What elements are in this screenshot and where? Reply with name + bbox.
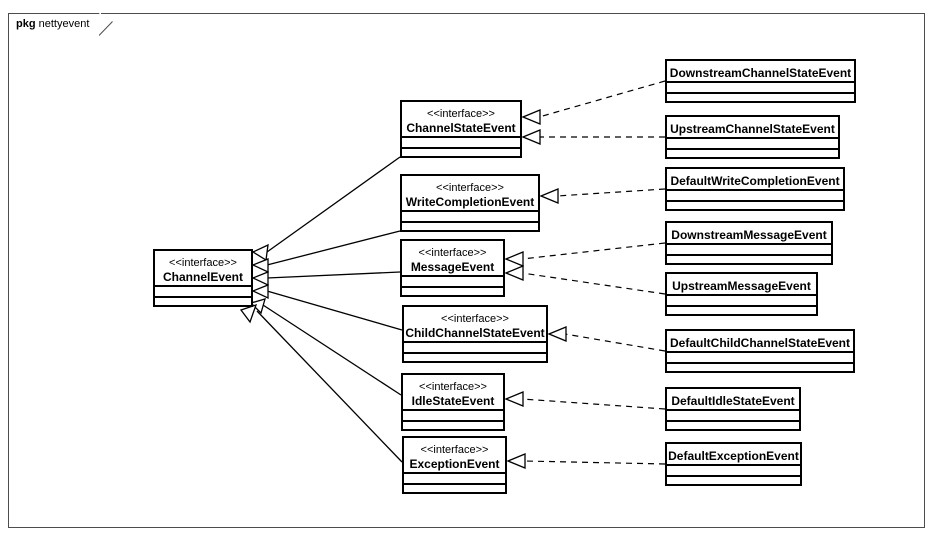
package-tab-mask bbox=[9, 10, 101, 15]
interface-message-event-title: MessageEvent bbox=[410, 260, 495, 274]
interface-channel-event-stereotype: <<interface>> bbox=[169, 257, 237, 269]
interface-message-event-attributes-compartment bbox=[402, 277, 503, 288]
interface-child-channel-state-event-title: ChildChannelStateEvent bbox=[405, 326, 545, 340]
class-default-exception-event[interactable]: DefaultExceptionEvent bbox=[665, 442, 802, 486]
class-default-exception-event-operations-compartment bbox=[667, 477, 800, 488]
class-downstream-channel-state-event-attributes-compartment bbox=[667, 83, 854, 94]
class-default-write-completion-event-title: DefaultWriteCompletionEvent bbox=[670, 174, 840, 188]
interface-child-channel-state-event-name-compartment: <<interface>> ChildChannelStateEvent bbox=[404, 307, 546, 343]
interface-write-completion-event-operations-compartment bbox=[402, 223, 538, 234]
class-default-child-channel-state-event-attributes-compartment bbox=[667, 353, 853, 364]
interface-idle-state-event-attributes-compartment bbox=[403, 411, 503, 422]
interface-message-event-operations-compartment bbox=[402, 288, 503, 299]
interface-channel-state-event-operations-compartment bbox=[402, 149, 520, 160]
class-upstream-channel-state-event-operations-compartment bbox=[667, 150, 838, 161]
class-downstream-message-event-attributes-compartment bbox=[667, 245, 831, 256]
class-default-child-channel-state-event-title: DefaultChildChannelStateEvent bbox=[669, 336, 851, 350]
interface-exception-event-title: ExceptionEvent bbox=[409, 457, 500, 471]
class-upstream-channel-state-event-name-compartment: UpstreamChannelStateEvent bbox=[667, 117, 838, 139]
class-default-write-completion-event[interactable]: DefaultWriteCompletionEvent bbox=[665, 167, 845, 211]
class-default-write-completion-event-attributes-compartment bbox=[667, 191, 843, 202]
interface-channel-state-event-name-compartment: <<interface>> ChannelStateEvent bbox=[402, 102, 520, 138]
interface-write-completion-event[interactable]: <<interface>> WriteCompletionEvent bbox=[400, 174, 540, 232]
interface-child-channel-state-event-stereotype: <<interface>> bbox=[441, 313, 509, 325]
class-upstream-channel-state-event-attributes-compartment bbox=[667, 139, 838, 150]
class-upstream-message-event-title: UpstreamMessageEvent bbox=[672, 279, 811, 293]
class-downstream-message-event-operations-compartment bbox=[667, 256, 831, 267]
class-downstream-message-event-name-compartment: DownstreamMessageEvent bbox=[667, 223, 831, 245]
interface-idle-state-event[interactable]: <<interface>> IdleStateEvent bbox=[401, 373, 505, 431]
class-downstream-channel-state-event-title: DownstreamChannelStateEvent bbox=[669, 66, 852, 80]
class-default-idle-state-event-operations-compartment bbox=[667, 422, 799, 433]
package-name: nettyevent bbox=[38, 18, 90, 30]
class-downstream-channel-state-event-operations-compartment bbox=[667, 94, 854, 105]
package-tab: pkg nettyevent bbox=[8, 13, 100, 35]
class-default-write-completion-event-operations-compartment bbox=[667, 202, 843, 213]
interface-channel-event-name-compartment: <<interface>> ChannelEvent bbox=[155, 251, 251, 287]
class-default-write-completion-event-name-compartment: DefaultWriteCompletionEvent bbox=[667, 169, 843, 191]
interface-write-completion-event-name-compartment: <<interface>> WriteCompletionEvent bbox=[402, 176, 538, 212]
interface-channel-state-event[interactable]: <<interface>> ChannelStateEvent bbox=[400, 100, 522, 158]
class-downstream-message-event[interactable]: DownstreamMessageEvent bbox=[665, 221, 833, 265]
interface-write-completion-event-stereotype: <<interface>> bbox=[436, 182, 504, 194]
class-default-idle-state-event[interactable]: DefaultIdleStateEvent bbox=[665, 387, 801, 431]
class-upstream-channel-state-event-title: UpstreamChannelStateEvent bbox=[670, 122, 835, 136]
interface-exception-event-stereotype: <<interface>> bbox=[420, 444, 489, 456]
class-upstream-message-event-operations-compartment bbox=[667, 307, 816, 318]
class-upstream-channel-state-event[interactable]: UpstreamChannelStateEvent bbox=[665, 115, 840, 159]
interface-idle-state-event-name-compartment: <<interface>> IdleStateEvent bbox=[403, 375, 503, 411]
class-default-child-channel-state-event-operations-compartment bbox=[667, 364, 853, 375]
interface-channel-state-event-attributes-compartment bbox=[402, 138, 520, 149]
interface-child-channel-state-event[interactable]: <<interface>> ChildChannelStateEvent bbox=[402, 305, 548, 363]
class-upstream-message-event[interactable]: UpstreamMessageEvent bbox=[665, 272, 818, 316]
class-default-exception-event-attributes-compartment bbox=[667, 466, 800, 477]
interface-idle-state-event-operations-compartment bbox=[403, 422, 503, 433]
interface-write-completion-event-title: WriteCompletionEvent bbox=[405, 195, 535, 209]
interface-child-channel-state-event-operations-compartment bbox=[404, 354, 546, 365]
interface-channel-event-attributes-compartment bbox=[155, 287, 251, 298]
class-downstream-channel-state-event[interactable]: DownstreamChannelStateEvent bbox=[665, 59, 856, 103]
class-downstream-channel-state-event-name-compartment: DownstreamChannelStateEvent bbox=[667, 61, 854, 83]
interface-channel-event[interactable]: <<interface>> ChannelEvent bbox=[153, 249, 253, 307]
class-default-child-channel-state-event-name-compartment: DefaultChildChannelStateEvent bbox=[667, 331, 853, 353]
class-default-exception-event-name-compartment: DefaultExceptionEvent bbox=[667, 444, 800, 466]
interface-exception-event-operations-compartment bbox=[404, 485, 505, 496]
package-frame bbox=[8, 13, 925, 528]
interface-exception-event-attributes-compartment bbox=[404, 474, 505, 485]
interface-message-event-stereotype: <<interface>> bbox=[418, 247, 487, 259]
class-default-idle-state-event-title: DefaultIdleStateEvent bbox=[671, 394, 795, 408]
interface-write-completion-event-attributes-compartment bbox=[402, 212, 538, 223]
interface-channel-event-operations-compartment bbox=[155, 298, 251, 309]
interface-idle-state-event-title: IdleStateEvent bbox=[411, 394, 495, 408]
interface-channel-state-event-title: ChannelStateEvent bbox=[406, 121, 516, 135]
class-default-child-channel-state-event[interactable]: DefaultChildChannelStateEvent bbox=[665, 329, 855, 373]
interface-message-event-name-compartment: <<interface>> MessageEvent bbox=[402, 241, 503, 277]
class-default-exception-event-title: DefaultExceptionEvent bbox=[668, 449, 799, 463]
interface-channel-event-title: ChannelEvent bbox=[162, 270, 243, 284]
interface-idle-state-event-stereotype: <<interface>> bbox=[419, 381, 487, 393]
interface-exception-event-name-compartment: <<interface>> ExceptionEvent bbox=[404, 438, 505, 474]
class-default-idle-state-event-attributes-compartment bbox=[667, 411, 799, 422]
interface-child-channel-state-event-attributes-compartment bbox=[404, 343, 546, 354]
interface-exception-event[interactable]: <<interface>> ExceptionEvent bbox=[402, 436, 507, 494]
interface-channel-state-event-stereotype: <<interface>> bbox=[427, 108, 495, 120]
package-keyword: pkg bbox=[16, 18, 36, 30]
class-downstream-message-event-title: DownstreamMessageEvent bbox=[671, 228, 827, 242]
class-default-idle-state-event-name-compartment: DefaultIdleStateEvent bbox=[667, 389, 799, 411]
class-upstream-message-event-attributes-compartment bbox=[667, 296, 816, 307]
interface-message-event[interactable]: <<interface>> MessageEvent bbox=[400, 239, 505, 297]
class-upstream-message-event-name-compartment: UpstreamMessageEvent bbox=[667, 274, 816, 296]
